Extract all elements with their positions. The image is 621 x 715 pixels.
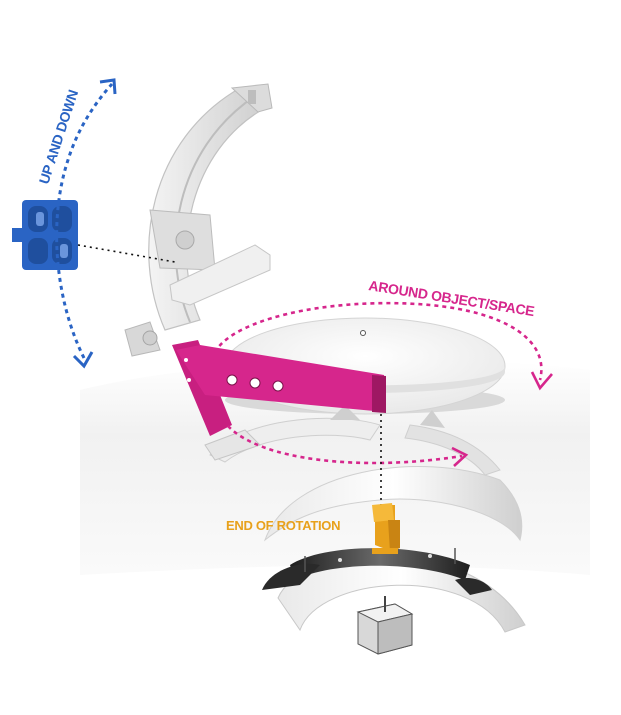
orange-stopper-icon (372, 503, 400, 554)
leader-line-blue (77, 244, 176, 263)
up-and-down-label: UP AND DOWN (36, 88, 82, 186)
lower-rotation-assembly (262, 548, 526, 655)
curved-rail (124, 83, 273, 461)
disc-center-dot (360, 330, 366, 336)
around-object-arrow (210, 301, 553, 467)
blue-motor-mount-icon (12, 200, 78, 270)
around-object-label: AROUND OBJECT/SPACE (368, 277, 536, 319)
end-of-rotation-label: END OF ROTATION (226, 518, 340, 533)
magenta-arm-icon (172, 340, 386, 436)
up-down-arrow (55, 78, 117, 369)
